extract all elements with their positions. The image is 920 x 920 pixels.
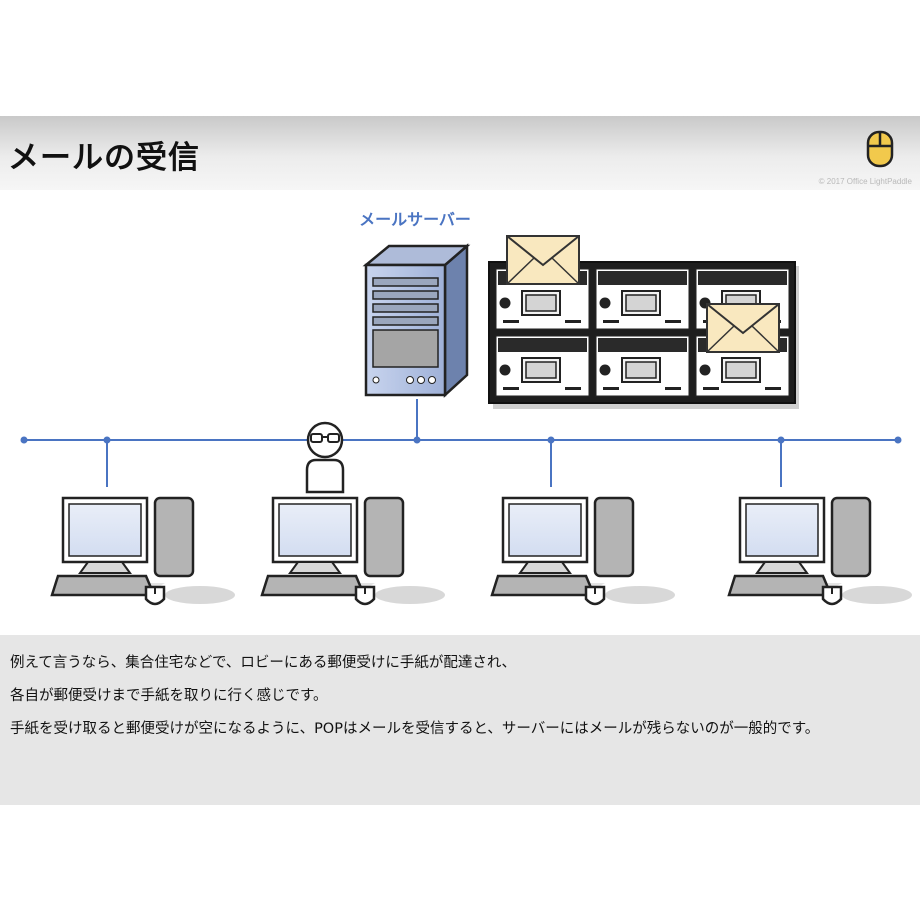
- client-pc-icon: [260, 496, 447, 606]
- client-pc-icon: [50, 496, 237, 606]
- description-line: 例えて言うなら、集合住宅などで、ロビーにある郵便受けに手紙が配達され、: [10, 655, 517, 671]
- envelope-icon: [506, 235, 580, 285]
- slide-header: メールの受信 © 2017 Office LightPaddle: [0, 116, 920, 190]
- description-panel: 例えて言うなら、集合住宅などで、ロビーにある郵便受けに手紙が配達され、 各自が郵…: [0, 635, 920, 805]
- description-line: 各自が郵便受けまで手紙を取りに行く感じです。: [10, 688, 328, 704]
- lan-bus: [20, 399, 902, 487]
- user-icon: [305, 421, 345, 494]
- mail-server-icon: [362, 243, 471, 398]
- network-diagram: メールサーバー: [0, 190, 920, 635]
- mail-server-label: メールサーバー: [359, 210, 471, 229]
- envelope-icon: [706, 303, 780, 353]
- mouse-logo-icon: [866, 130, 894, 168]
- client-pc-icon: [727, 496, 914, 606]
- client-pc-icon: [490, 496, 677, 606]
- slide-title: メールの受信: [8, 140, 200, 176]
- description-line: 手紙を受け取ると郵便受けが空になるように、POPはメールを受信すると、サーバーに…: [10, 721, 820, 737]
- copyright-text: © 2017 Office LightPaddle: [818, 177, 912, 186]
